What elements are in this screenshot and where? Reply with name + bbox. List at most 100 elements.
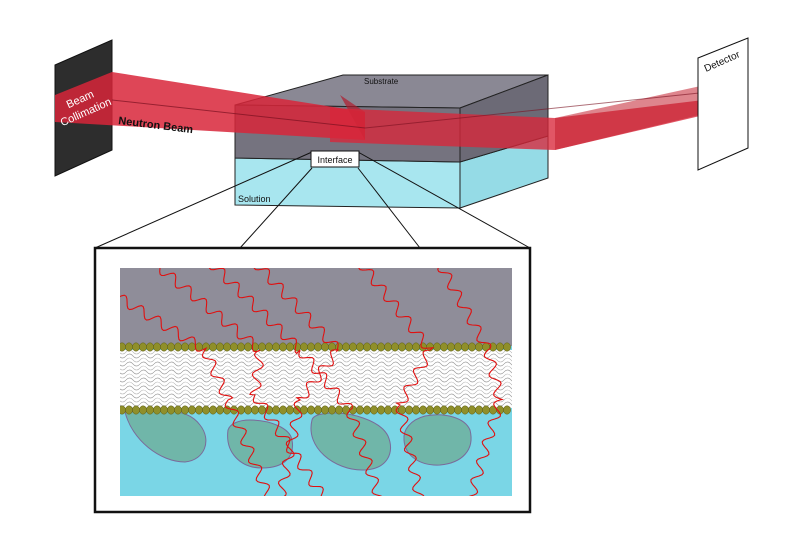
lipid-headgroup-icon <box>363 342 371 352</box>
neutron-wave-icon <box>159 268 324 496</box>
lipid-headgroup-icon <box>447 342 455 352</box>
lipid-headgroup-icon <box>237 342 245 352</box>
lipid-headgroup-icon <box>125 342 133 352</box>
lipid-headgroup-icon <box>356 342 364 352</box>
neutron-wave-icon <box>253 268 340 496</box>
lipid-headgroup-icon <box>160 342 168 352</box>
neutron-wave-icon <box>208 268 383 496</box>
lipid-headgroup-icon <box>195 405 203 415</box>
lipid-headgroup-icon <box>153 405 161 415</box>
lipid-headgroup-icon <box>202 405 210 415</box>
lipid-headgroup-icon <box>139 342 147 352</box>
lipid-headgroup-icon <box>377 342 385 352</box>
neutron-waves <box>120 268 505 496</box>
lipid-headgroup-icon <box>279 342 287 352</box>
interface-label-box <box>310 150 360 168</box>
lipid-headgroup-icon <box>286 342 294 352</box>
lipid-headgroup-icon <box>433 405 441 415</box>
lipid-headgroup-icon <box>391 342 399 352</box>
lipid-headgroup-icon <box>272 342 280 352</box>
protein-blob-icon <box>124 410 207 463</box>
lipid-headgroup-icon <box>293 405 301 415</box>
lipid-headgroup-icon <box>265 342 273 352</box>
lipid-headgroup-icon <box>440 405 448 415</box>
lipid-headgroup-icon <box>188 342 196 352</box>
lipid-headgroup-icon <box>216 342 224 352</box>
lipid-headgroup-icon <box>125 405 133 415</box>
solution-block <box>234 135 549 209</box>
lipid-headgroup-row-top <box>120 342 511 352</box>
lipid-headgroup-icon <box>314 405 322 415</box>
lipid-headgroup-icon <box>433 342 441 352</box>
lipid-headgroup-icon <box>132 405 140 415</box>
protein-blob-icon <box>310 412 392 471</box>
lipid-headgroup-icon <box>335 405 343 415</box>
neutron-wave-icon <box>358 268 435 496</box>
lipid-headgroup-icon <box>468 405 476 415</box>
lipid-headgroup-icon <box>279 405 287 415</box>
lipid-headgroup-icon <box>307 405 315 415</box>
lipid-headgroup-icon <box>384 405 392 415</box>
lipid-headgroup-icon <box>349 342 357 352</box>
lipid-headgroup-icon <box>314 342 322 352</box>
lipid-headgroup-icon <box>146 405 154 415</box>
lipid-headgroup-icon <box>503 342 511 352</box>
lipid-headgroup-icon <box>482 405 490 415</box>
lipid-headgroup-icon <box>181 405 189 415</box>
lipid-headgroup-icon <box>447 405 455 415</box>
lipid-headgroup-icon <box>216 405 224 415</box>
lipid-headgroup-icon <box>307 342 315 352</box>
lipid-headgroup-icon <box>258 405 266 415</box>
lipid-headgroup-icon <box>251 405 259 415</box>
zoom-guide-lines <box>94 151 531 249</box>
substrate-label: Substrate <box>364 77 399 86</box>
lipid-headgroup-icon <box>209 342 217 352</box>
lipid-headgroup-icon <box>244 342 252 352</box>
lipid-headgroup-icon <box>209 405 217 415</box>
lipid-headgroup-icon <box>503 405 511 415</box>
lipid-headgroup-icon <box>321 405 329 415</box>
lipid-headgroup-icon <box>167 405 175 415</box>
protein-blob-icon <box>403 414 472 466</box>
inset-contents <box>120 268 512 496</box>
lipid-headgroup-icon <box>454 342 462 352</box>
lipid-headgroup-icon <box>132 342 140 352</box>
lipid-headgroup-icon <box>398 342 406 352</box>
lipid-headgroup-icon <box>384 342 392 352</box>
lipid-headgroup-icon <box>405 342 413 352</box>
lipid-headgroup-icon <box>398 405 406 415</box>
lipid-headgroup-icon <box>475 342 483 352</box>
lipid-headgroup-icon <box>230 342 238 352</box>
lipid-headgroup-icon <box>328 405 336 415</box>
lipid-headgroup-icon <box>412 405 420 415</box>
lipid-headgroup-icon <box>223 342 231 352</box>
neutron-wave-icon <box>120 294 270 496</box>
lipid-headgroup-icon <box>188 405 196 415</box>
lipid-headgroup-icon <box>342 342 350 352</box>
lipid-headgroup-icon <box>468 342 476 352</box>
lipid-headgroup-icon <box>412 342 420 352</box>
detector-panel <box>697 37 749 171</box>
lipid-headgroup-icon <box>419 405 427 415</box>
lipid-headgroup-icon <box>286 405 294 415</box>
lipid-headgroup-icon <box>405 405 413 415</box>
lipid-headgroup-icon <box>475 405 483 415</box>
lipid-headgroup-icon <box>153 342 161 352</box>
lipid-headgroup-icon <box>272 405 280 415</box>
lipid-headgroup-icon <box>139 405 147 415</box>
interface-label: Interface <box>317 155 352 165</box>
lipid-headgroup-icon <box>370 405 378 415</box>
lipid-headgroup-icon <box>461 405 469 415</box>
inset-substrate-layer <box>120 268 512 346</box>
lipid-headgroup-icon <box>300 342 308 352</box>
lipid-headgroup-icon <box>461 342 469 352</box>
lipid-headgroup-icon <box>377 405 385 415</box>
lipid-headgroup-icon <box>440 342 448 352</box>
lipid-headgroup-icon <box>363 405 371 415</box>
lipid-headgroup-icon <box>160 405 168 415</box>
lipid-headgroup-icon <box>174 342 182 352</box>
lipid-headgroup-icon <box>370 342 378 352</box>
lipid-headgroup-icon <box>321 342 329 352</box>
